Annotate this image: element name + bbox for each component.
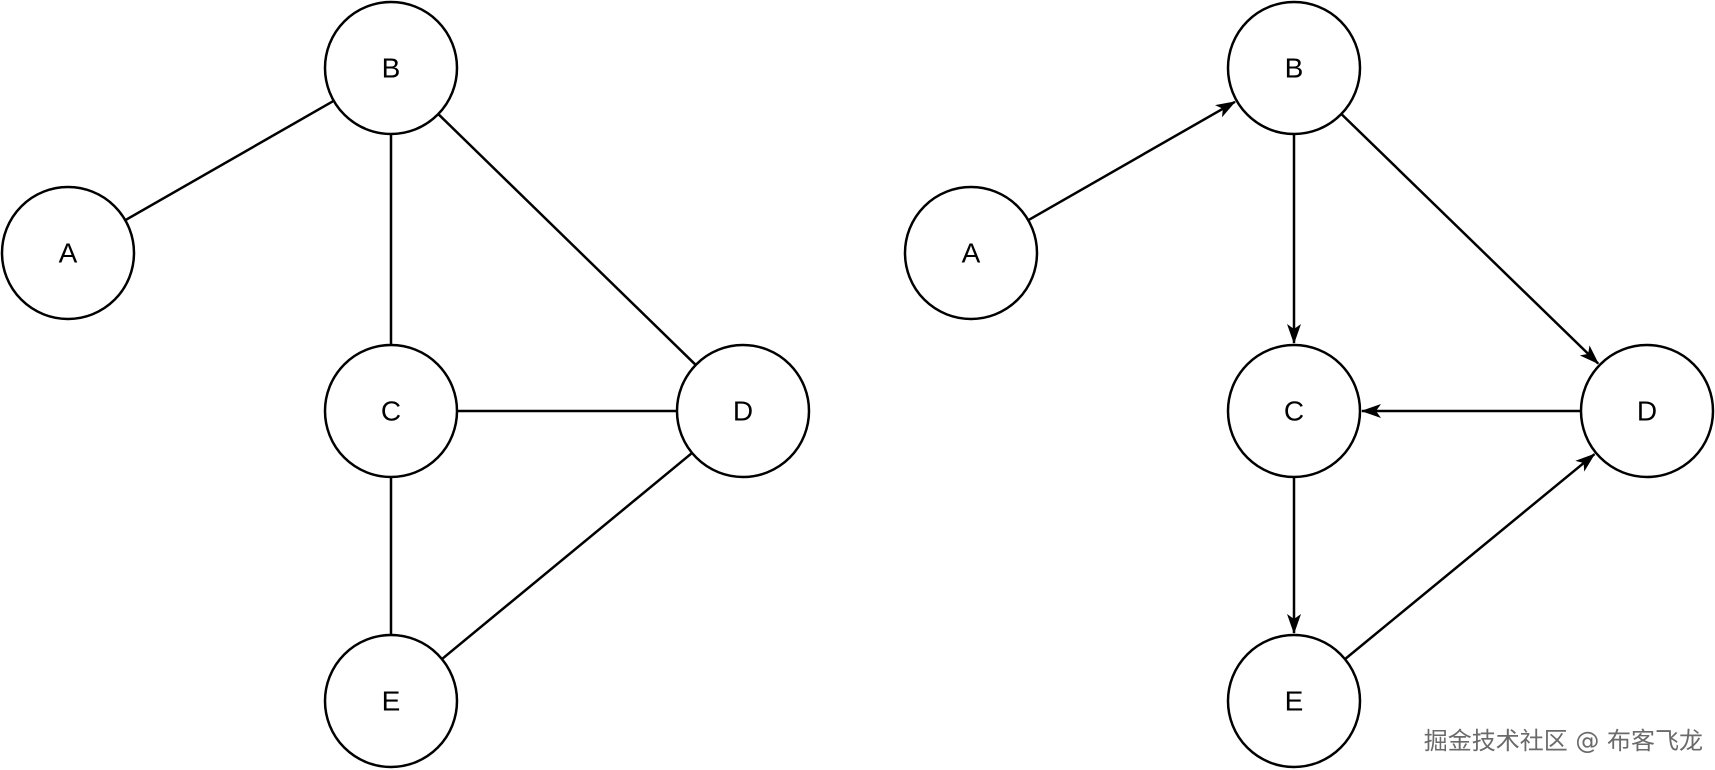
edge-a-b <box>1027 100 1236 222</box>
node-label: E <box>1285 686 1304 717</box>
node-circle <box>903 185 1039 321</box>
node-circle <box>1226 343 1362 479</box>
node-label: D <box>1637 396 1657 427</box>
node-label: D <box>733 396 753 427</box>
node-c: C <box>1226 343 1362 479</box>
node-circle <box>1226 0 1362 136</box>
node-b: B <box>323 0 459 136</box>
node-label: E <box>382 686 401 717</box>
node-e: E <box>1226 633 1362 769</box>
undirected-graph: A B C D E <box>0 0 811 769</box>
node-label: A <box>59 238 78 269</box>
node-label: C <box>381 396 401 427</box>
node-circle <box>1226 633 1362 769</box>
node-c: C <box>323 343 459 479</box>
node-label: B <box>382 53 401 84</box>
watermark: 掘金技术社区 @ 布客飞龙 <box>1423 727 1703 755</box>
node-circle <box>1579 343 1715 479</box>
edge-b-d <box>437 113 697 366</box>
edge-b-d <box>1340 113 1600 365</box>
edge-e-d <box>1344 453 1596 661</box>
node-circle <box>323 343 459 479</box>
node-d: D <box>675 343 811 479</box>
node-circle <box>323 633 459 769</box>
node-e: E <box>323 633 459 769</box>
directed-graph: A B C D E <box>903 0 1715 769</box>
edge-d-e <box>441 452 693 660</box>
node-b: B <box>1226 0 1362 136</box>
edge-a-b <box>124 99 335 222</box>
node-label: A <box>962 238 981 269</box>
node-circle <box>675 343 811 479</box>
node-circle <box>323 0 459 136</box>
node-circle <box>0 185 136 321</box>
node-label: C <box>1284 396 1304 427</box>
node-label: B <box>1285 53 1304 84</box>
node-a: A <box>0 185 136 321</box>
node-d: D <box>1579 343 1715 479</box>
node-a: A <box>903 185 1039 321</box>
